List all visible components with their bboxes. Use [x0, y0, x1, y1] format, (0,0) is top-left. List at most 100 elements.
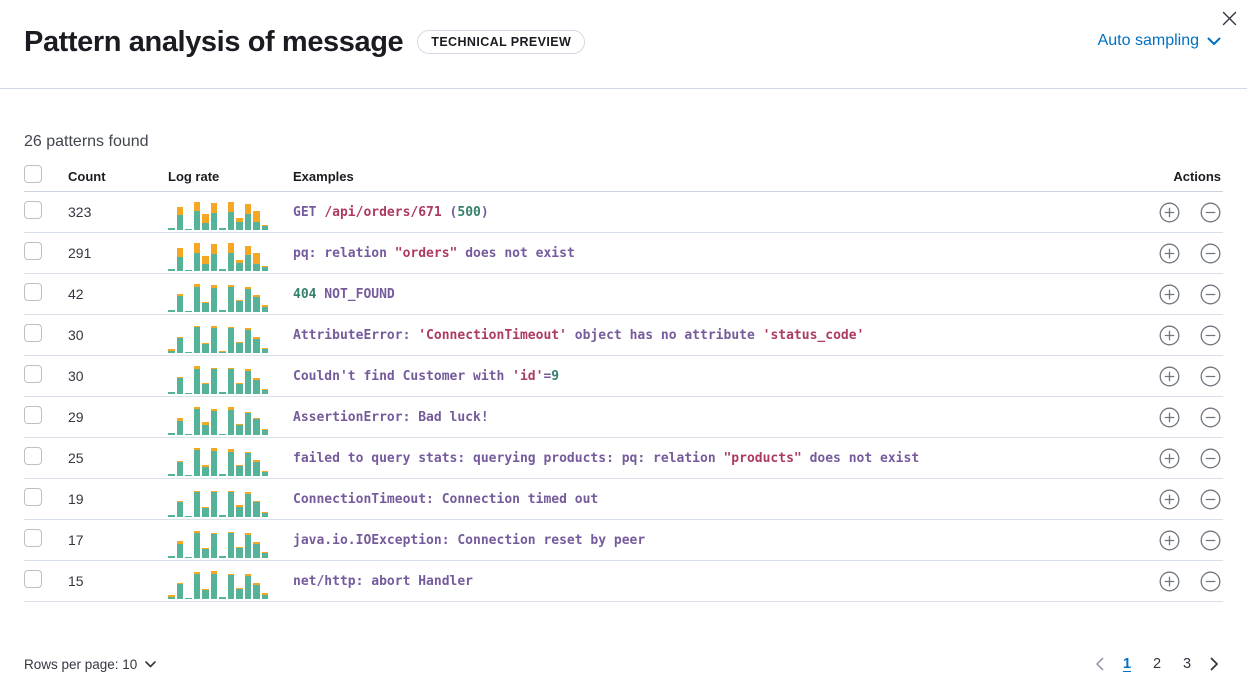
sparkline-bar — [244, 364, 251, 394]
sparkline-bar — [253, 528, 260, 558]
pagination-page-1[interactable]: 1 — [1114, 651, 1140, 677]
sparkline-bar — [210, 364, 217, 394]
row-checkbox[interactable] — [24, 569, 42, 588]
sparkline-bar — [219, 569, 226, 599]
table-row: 15 net/http: abort Handler — [24, 561, 1223, 602]
sparkline-bar — [193, 487, 200, 517]
row-checkbox[interactable] — [24, 241, 42, 260]
filter-out-button[interactable] — [1200, 448, 1221, 469]
filter-in-button[interactable] — [1159, 325, 1180, 346]
column-header-examples: Examples — [293, 168, 354, 184]
sparkline-bar — [236, 569, 243, 599]
sparkline-bar — [176, 323, 183, 353]
sparkline-bar — [261, 241, 268, 271]
sparkline-bar — [176, 446, 183, 476]
row-checkbox[interactable] — [24, 405, 42, 424]
filter-out-button[interactable] — [1200, 530, 1221, 551]
row-checkbox[interactable] — [24, 200, 42, 219]
rows-per-page-button[interactable]: Rows per page: 10 — [24, 657, 157, 672]
sparkline-bar — [210, 323, 217, 353]
row-count: 25 — [68, 450, 84, 466]
filter-out-button[interactable] — [1200, 407, 1221, 428]
sampling-dropdown-button[interactable]: Auto sampling — [1098, 32, 1221, 50]
sparkline-bar — [236, 446, 243, 476]
row-count: 30 — [68, 327, 84, 343]
sparkline-bar — [236, 323, 243, 353]
filter-out-button[interactable] — [1200, 284, 1221, 305]
table-row: 30 AttributeError: 'ConnectionTimeout' o… — [24, 315, 1223, 356]
row-checkbox[interactable] — [24, 487, 42, 506]
sparkline-bar — [236, 487, 243, 517]
column-header-count: Count — [68, 168, 106, 184]
example-text: AttributeError: 'ConnectionTimeout' obje… — [293, 327, 865, 343]
table-row: 30 Couldn't find Customer with 'id'=9 — [24, 356, 1223, 397]
filter-in-button[interactable] — [1159, 448, 1180, 469]
sparkline-bar — [219, 282, 226, 312]
pagination-page-3[interactable]: 3 — [1174, 651, 1200, 677]
filter-in-button[interactable] — [1159, 530, 1180, 551]
filter-out-button[interactable] — [1200, 571, 1221, 592]
sparkline-bar — [261, 446, 268, 476]
sparkline-bar — [227, 405, 234, 435]
log-rate-sparkline — [168, 282, 268, 312]
row-checkbox[interactable] — [24, 364, 42, 383]
sparkline-bar — [227, 282, 234, 312]
row-checkbox[interactable] — [24, 528, 42, 547]
sparkline-bar — [236, 200, 243, 230]
next-page-icon[interactable] — [1206, 653, 1223, 675]
sparkline-bar — [236, 364, 243, 394]
sparkline-bar — [193, 282, 200, 312]
sparkline-bar — [219, 323, 226, 353]
sparkline-bar — [185, 528, 192, 558]
table-row: 323 GET /api/orders/671 (500) — [24, 192, 1223, 233]
filter-out-button[interactable] — [1200, 243, 1221, 264]
sparkline-bar — [244, 487, 251, 517]
log-rate-sparkline — [168, 446, 268, 476]
filter-out-button[interactable] — [1200, 366, 1221, 387]
filter-in-button[interactable] — [1159, 243, 1180, 264]
sparkline-bar — [261, 282, 268, 312]
sparkline-bar — [261, 405, 268, 435]
example-text: java.io.IOException: Connection reset by… — [293, 532, 646, 548]
filter-in-button[interactable] — [1159, 284, 1180, 305]
example-text: AssertionError: Bad luck! — [293, 409, 489, 425]
sparkline-bar — [168, 282, 175, 312]
sparkline-bar — [253, 569, 260, 599]
row-checkbox[interactable] — [24, 446, 42, 465]
sparkline-bar — [210, 282, 217, 312]
sparkline-bar — [244, 323, 251, 353]
sparkline-bar — [168, 405, 175, 435]
previous-page-icon[interactable] — [1091, 653, 1108, 675]
filter-in-button[interactable] — [1159, 366, 1180, 387]
filter-out-button[interactable] — [1200, 489, 1221, 510]
sparkline-bar — [227, 487, 234, 517]
row-checkbox[interactable] — [24, 282, 42, 301]
sparkline-bar — [253, 364, 260, 394]
sparkline-bar — [168, 528, 175, 558]
filter-out-button[interactable] — [1200, 325, 1221, 346]
sparkline-bar — [253, 446, 260, 476]
filter-in-button[interactable] — [1159, 407, 1180, 428]
filter-in-button[interactable] — [1159, 489, 1180, 510]
select-all-checkbox[interactable] — [24, 164, 42, 183]
page-title: Pattern analysis of message — [24, 26, 404, 58]
sparkline-bar — [202, 569, 209, 599]
row-checkbox[interactable] — [24, 323, 42, 342]
sparkline-bar — [219, 200, 226, 230]
filter-out-button[interactable] — [1200, 202, 1221, 223]
sparkline-bar — [185, 569, 192, 599]
filter-in-button[interactable] — [1159, 202, 1180, 223]
sparkline-bar — [210, 405, 217, 435]
filter-in-button[interactable] — [1159, 571, 1180, 592]
sparkline-bar — [227, 200, 234, 230]
close-icon[interactable] — [1215, 4, 1243, 32]
table-row: 19 ConnectionTimeout: Connection timed o… — [24, 479, 1223, 520]
sparkline-bar — [244, 200, 251, 230]
sparkline-bar — [202, 405, 209, 435]
sparkline-bar — [219, 528, 226, 558]
pagination-page-2[interactable]: 2 — [1144, 651, 1170, 677]
sparkline-bar — [210, 241, 217, 271]
sparkline-bar — [202, 282, 209, 312]
